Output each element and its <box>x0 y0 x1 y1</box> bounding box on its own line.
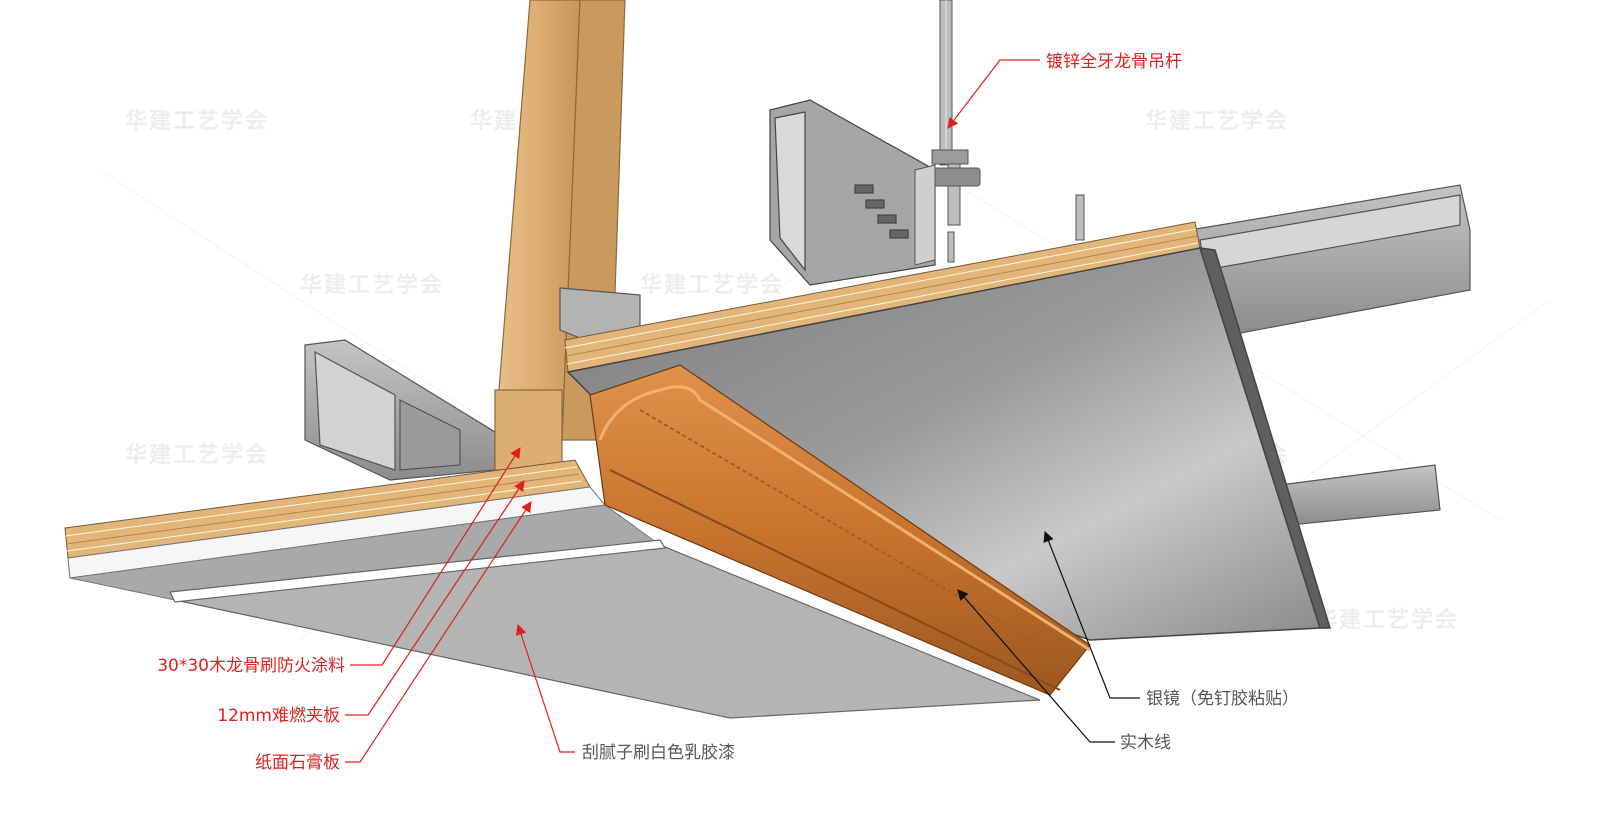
watermark: 华建工艺学会 <box>1145 108 1289 134</box>
threaded-hanger-rod <box>914 0 1085 266</box>
leader-plywood <box>345 480 525 716</box>
leader-putty <box>515 623 575 753</box>
steel-channel-right <box>1189 184 1471 526</box>
watermark: 华建工艺学会 <box>125 442 269 468</box>
leader-lines <box>345 59 1140 763</box>
watermark: 华建工艺学会 <box>1315 607 1459 633</box>
leader-mirror <box>1043 530 1140 699</box>
steel-channel-left <box>304 339 496 481</box>
leader-gypsum <box>345 501 532 763</box>
leader-molding <box>957 589 1115 743</box>
leader-wood-keel <box>350 447 521 666</box>
label-wood-keel: 30*30木龙骨刷防火涂料 <box>157 656 345 676</box>
callout-labels: 镀锌全牙龙骨吊杆 30*30木龙骨刷防火涂料 12mm难燃夹板 纸面石膏板 刮腻… <box>157 52 1299 773</box>
watermark: 华建工艺学会 <box>640 272 784 298</box>
label-plywood: 12mm难燃夹板 <box>217 706 340 726</box>
watermark: 华建工艺学会 <box>125 108 269 134</box>
label-putty-latex: 刮腻子刷白色乳胶漆 <box>582 743 735 763</box>
leader-rod <box>947 59 1040 129</box>
watermark: 华建工艺学会 <box>300 272 444 298</box>
label-hanger-rod: 镀锌全牙龙骨吊杆 <box>1046 52 1182 72</box>
label-solid-wood-molding: 实木线 <box>1120 733 1171 753</box>
solid-wood-molding <box>589 364 1091 696</box>
putty-latex-face <box>169 539 1041 719</box>
main-carrying-channel <box>769 99 936 286</box>
label-mirror: 银镜（免钉胶粘贴） <box>1146 689 1299 709</box>
label-gypsum-board: 纸面石膏板 <box>255 752 340 773</box>
